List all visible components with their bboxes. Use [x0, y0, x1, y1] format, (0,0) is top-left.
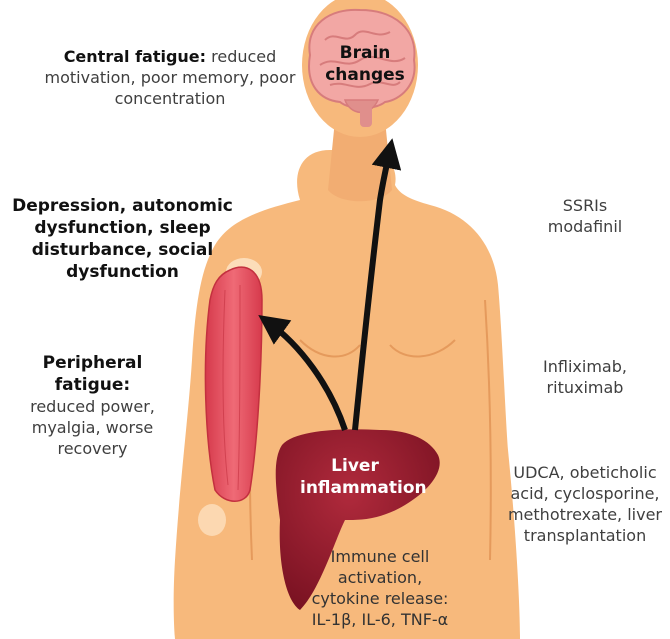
liver-label: Liver inflammation [300, 455, 410, 499]
peripheral-fatigue-title: Peripheral fatigue: [33, 352, 153, 396]
peripheral-fatigue-text: reduced power, myalgia, worse recovery [23, 396, 163, 459]
peripheral-fatigue-label: Peripheral fatigue: reduced power, myalg… [5, 352, 180, 459]
depression-label: Depression, autonomic dysfunction, sleep… [5, 195, 240, 283]
treatment-central: SSRIs modafinil [525, 195, 645, 237]
elbow-highlight [198, 504, 226, 536]
treatment-liver: UDCA, obeticholic acid, cyclosporine, me… [505, 462, 665, 546]
immune-label: Immune cell activation, cytokine release… [305, 546, 455, 630]
muscle [205, 267, 262, 501]
central-fatigue-title: Central fatigue: [64, 47, 206, 66]
treatment-peripheral: Infliximab, rituximab [525, 356, 645, 398]
brain-label: Brain changes [320, 42, 410, 86]
central-fatigue-label: Central fatigue: reduced motivation, poo… [40, 46, 300, 109]
